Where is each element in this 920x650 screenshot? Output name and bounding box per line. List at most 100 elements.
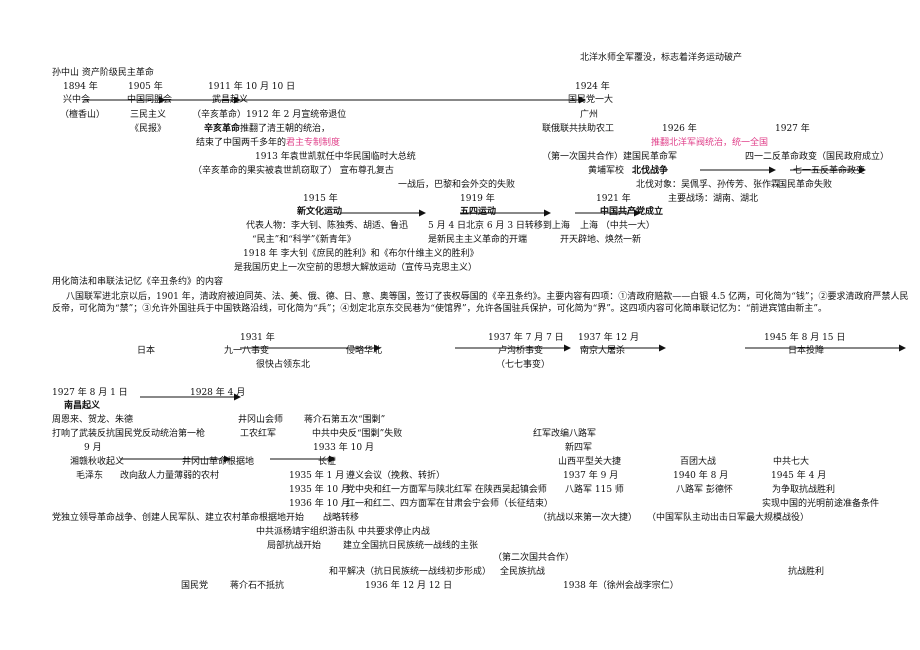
mao: 毛泽东 [76, 471, 104, 481]
year-1918: 1918 年 李大钊《庶民的胜利》和《布尔什维主义的胜利》 [243, 249, 479, 259]
beifa: 北伐战争 [632, 166, 669, 176]
zunyi: 遵义会议（挽救、转折） [346, 471, 446, 481]
beifa-target: 北伐对象：吴佩孚、孙传芳、张作霖 [636, 180, 781, 190]
tongmenghui: 中国同盟会 [127, 95, 173, 105]
xian-date: 1936 年 12 月 12 日 [365, 581, 453, 591]
heping: 和平解决（抗日民族统一战线初步形成） [329, 567, 492, 577]
year-1927: 1927 年 [775, 124, 810, 134]
xuanchuan: （宣传马克思主义） [396, 263, 478, 273]
guangming: 实现中国的光明前途准备条件 [762, 499, 880, 509]
baituan: 百团大战 [680, 457, 717, 467]
jiulu-peng: 八路军 彭德怀 [676, 485, 733, 495]
date-1927: 1927 年 8 月 1 日 [52, 388, 128, 398]
year-1894: 1894 年 [63, 82, 98, 92]
huangpu: 黄埔军校 [588, 166, 625, 176]
jinggang-genjudi: 井冈山革命根据地 [182, 457, 255, 467]
jiangzhan: 很快占领东北 [256, 360, 311, 370]
hongjun-gaibian: 红军改编八路军 [533, 429, 597, 439]
guomin-fail: 国民革命失败 [778, 180, 833, 190]
year-1905: 1905 年 [128, 82, 163, 92]
xinminzhu: 是新民主主义革命的开端 [428, 235, 528, 245]
shanghai-yida: 上海 （中共一大） [580, 221, 655, 231]
end-monarchy-line: 结束了中国两千多年的君主专制制度 [196, 138, 340, 149]
end-line-pink: 君主专制制度 [286, 138, 341, 148]
xinwenhua: 新文化运动 [297, 207, 343, 217]
xinhai-rest: 推翻了清王朝的统治， [240, 124, 331, 134]
year-1945-4: 1945 年 4 月 [771, 471, 827, 481]
year-1919: 1919 年 [460, 194, 495, 204]
nanjing: 南京大屠杀 [580, 346, 626, 356]
xinhai-fruit: （辛亥革命的果实被袁世凯窃取了） 宣布尊孔复古 [193, 166, 394, 176]
year-1913: 1913 年袁世凯就任中华民国临时大总统 [255, 152, 416, 162]
guomindang-yida: 国民党一大 [568, 95, 614, 105]
sanmin: 三民主义 [130, 110, 167, 120]
date-1937-7: 1937 年 7 月 7 日 [488, 333, 564, 343]
qiqi: （七七事变） [496, 360, 551, 370]
jiang-buDikang: 蒋介石不抵抗 [230, 581, 285, 591]
end-line-a: 结束了中国两千多年的 [196, 138, 287, 148]
overthrow-pink: 推翻北洋军阀统治，统一全国 [651, 138, 769, 148]
jinggang-huishi: 井冈山会师 [238, 415, 284, 425]
date-1911: 1911 年 10 月 10 日 [208, 82, 296, 92]
touxiang: 日本投降 [788, 346, 825, 356]
xuzhou: 1938 年（徐州会战李宗仁） [563, 581, 679, 591]
year-1915: 1915 年 [303, 194, 338, 204]
xinhai-bold: 辛亥革命 [204, 124, 241, 134]
tanxiangshan: （檀香山） [60, 110, 106, 120]
xinchou-body: 八国联军进北京以后，1901 年，清政府被迫同英、法、美、俄、德、日、意、奥等国… [52, 292, 909, 314]
shanxi: 山西平型关大捷 [558, 457, 622, 467]
minzhu-kexue: “民主”和“科学”《新青年》 [252, 235, 356, 245]
year-1935-1: 1935 年 1 月 [289, 471, 345, 481]
dangchuang: 党独立领导革命战争、创建人民军队、建立农村革命根据地开始 [52, 513, 305, 523]
jubu: 局部抗战开始 [267, 541, 322, 551]
diyiqiang: 打响了武装反抗国民党反动统治第一枪 [52, 429, 206, 439]
may4: 5 月 4 日北京 6 月 3 日转移到上海 [428, 221, 570, 231]
jiang-weijiao: 蒋介石第五次“围剿” [304, 415, 386, 425]
year-1931: 1931 年 [240, 333, 275, 343]
japan: 日本 [137, 346, 156, 356]
qida: 中共七大 [773, 457, 810, 467]
year-1926: 1926 年 [662, 124, 697, 134]
year-1935-10: 1935 年 10 月 [289, 485, 350, 495]
shengli: 抗战胜利 [788, 567, 825, 577]
guangzhou: 广州 [580, 110, 599, 120]
siyier: 四一二反革命政变（国民政府成立） [745, 152, 890, 162]
weikangzhan: 为争取抗战胜利 [772, 485, 836, 495]
nongcun: 改向敌人力量薄弱的农村 [120, 471, 220, 481]
xinsijun: 新四军 [565, 443, 593, 453]
kangzhan-first: （抗战以来第一次大捷） [538, 513, 638, 523]
first-coop: （第一次国共合作）建国民革命军 [542, 152, 678, 162]
zhou: 周恩来、贺龙、朱德 [52, 415, 134, 425]
main-battle: 主要战场：湖南、湖北 [668, 194, 759, 204]
gongnong: 工农红军 [240, 429, 277, 439]
year-1924: 1924 年 [575, 82, 610, 92]
dierci: （第二次国共合作） [493, 553, 575, 563]
xingzhonghui: 兴中会 [63, 95, 91, 105]
xinhai-line: 辛亥革命推翻了清王朝的统治， [204, 124, 330, 135]
zhonggong-yang: 中共派杨靖宇组织游击队 中共要求停止内战 [256, 527, 430, 537]
date-1945: 1945 年 8 月 15 日 [764, 333, 846, 343]
xinhai-1912: （辛亥革命）1912 年 2 月宣统帝退位 [192, 110, 347, 120]
qiyiwu: 七一五反革命政变 [793, 166, 866, 176]
waijiao: 一战后，巴黎和会外交的失败 [398, 180, 516, 190]
gongchandang: 中国共产党成立 [600, 207, 664, 217]
changzheng: 长征 [318, 457, 337, 467]
guomindang: 国民党 [181, 581, 209, 591]
sixiang: 是我国历史上一次空前的思想大解放运动 [234, 263, 397, 273]
wuchang: 武昌起义 [212, 95, 249, 105]
xianggan: 湘赣秋收起义 [70, 457, 125, 467]
wusi: 五四运动 [460, 207, 497, 217]
year-1921: 1921 年 [596, 194, 631, 204]
lugouqiao: 卢沟桥事变 [498, 346, 544, 356]
jiuyiba: 九一八事变 [224, 346, 270, 356]
minbao: 《民报》 [130, 124, 167, 134]
kaitian: 开天辟地、焕然一新 [560, 235, 642, 245]
top-note: 北洋水师全军覆没，标志着洋务运动破产 [580, 53, 743, 63]
daibiao: 代表人物：李大钊、陈独秀、胡适、鲁迅 [246, 221, 409, 231]
year-1928: 1928 年 4 月 [190, 388, 246, 398]
huishi: 红一和红二、四方面军在甘肃会宁会师（长征结束） [346, 499, 554, 509]
xinchou-title: 用化简法和串联法记忆《辛丑条约》的内容 [52, 277, 224, 287]
zhudong: （中国军队主动出击日军最大规模战役） [647, 513, 810, 523]
section-header: 孙中山 资产阶级民主革命 [52, 68, 154, 78]
